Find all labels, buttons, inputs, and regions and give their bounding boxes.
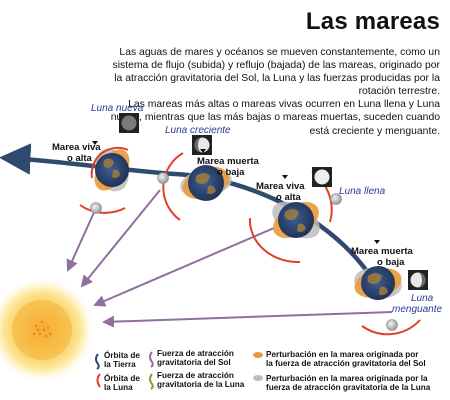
sun-force-lines — [66, 189, 393, 328]
svg-text:Fuerza de atracción: Fuerza de atracción — [157, 349, 234, 358]
description: Las aguas de mares y océanos se mueven c… — [110, 46, 440, 138]
legend: Órbita de la Tierra Órbita de la Luna Fu… — [95, 349, 431, 392]
svg-text:la fuerza de atracción gravita: la fuerza de atracción gravitatoria del … — [266, 359, 426, 368]
label-waxing: Luna creciente — [165, 125, 231, 136]
page-title: Las mareas — [305, 8, 440, 35]
description-paragraph-1: Las aguas de mares y océanos se mueven c… — [112, 47, 440, 98]
sun — [0, 278, 94, 382]
svg-text:Marea muerta: Marea muerta — [197, 156, 259, 167]
tide-label-spring-2: Marea viva o alta — [256, 175, 305, 203]
earth-full-moon — [248, 171, 342, 264]
earth-waxing — [157, 152, 232, 221]
tide-label-neap-2: Marea muerta o baja — [351, 240, 413, 268]
label-new-moon: Luna nueva — [91, 103, 144, 114]
svg-text:Marea viva: Marea viva — [256, 181, 305, 192]
svg-text:Órbita de: Órbita de — [104, 372, 140, 383]
legend-moon-force: Fuerza de atracción gravitatoria de la L… — [149, 371, 245, 390]
legend-earth-orbit: Órbita de la Tierra — [95, 349, 140, 370]
svg-text:la Luna: la Luna — [104, 383, 133, 392]
earth-waning — [354, 266, 421, 336]
svg-text:o baja: o baja — [377, 257, 405, 268]
tide-label-spring-1: Marea viva o alta — [52, 141, 101, 164]
moon-phase-icon-waxing — [192, 135, 212, 155]
moon-phase-icon-waning — [408, 270, 428, 290]
svg-text:Órbita de: Órbita de — [104, 349, 140, 360]
svg-text:Perturbación en la marea origi: Perturbación en la marea originada por — [266, 350, 419, 359]
svg-text:Marea muerta: Marea muerta — [351, 246, 413, 257]
svg-text:gravitatoria de la Luna: gravitatoria de la Luna — [157, 380, 245, 389]
earth-new-moon — [79, 146, 130, 214]
description-paragraph-2: Las mareas más altas o mareas vivas ocur… — [110, 99, 440, 137]
svg-text:fuerza de atracción gravitator: fuerza de atracción gravitatoria de la L… — [266, 383, 431, 392]
legend-sun-force: Fuerza de atracción gravitatoria del Sol — [149, 349, 234, 368]
legend-sun-bulge: Perturbación en la marea originada por l… — [253, 350, 426, 368]
moon-phase-icon-full — [312, 167, 332, 187]
svg-text:o alta: o alta — [67, 153, 93, 164]
svg-text:o baja: o baja — [217, 167, 245, 178]
svg-text:gravitatoria del Sol: gravitatoria del Sol — [157, 358, 231, 367]
svg-text:Perturbación en la marea origi: Perturbación en la marea originada por l… — [266, 374, 428, 383]
tide-label-neap-1: Marea muerta o baja — [197, 149, 259, 178]
label-full-moon: Luna llena — [339, 186, 386, 197]
svg-text:Fuerza de atracción: Fuerza de atracción — [157, 371, 234, 380]
svg-text:la Tierra: la Tierra — [104, 360, 136, 369]
svg-text:Marea viva: Marea viva — [52, 142, 101, 153]
moon-phase-icon-new — [119, 113, 139, 133]
legend-moon-bulge: Perturbación en la marea originada por l… — [253, 374, 431, 392]
legend-moon-orbit: Órbita de la Luna — [96, 372, 140, 392]
svg-text:o alta: o alta — [276, 192, 302, 203]
